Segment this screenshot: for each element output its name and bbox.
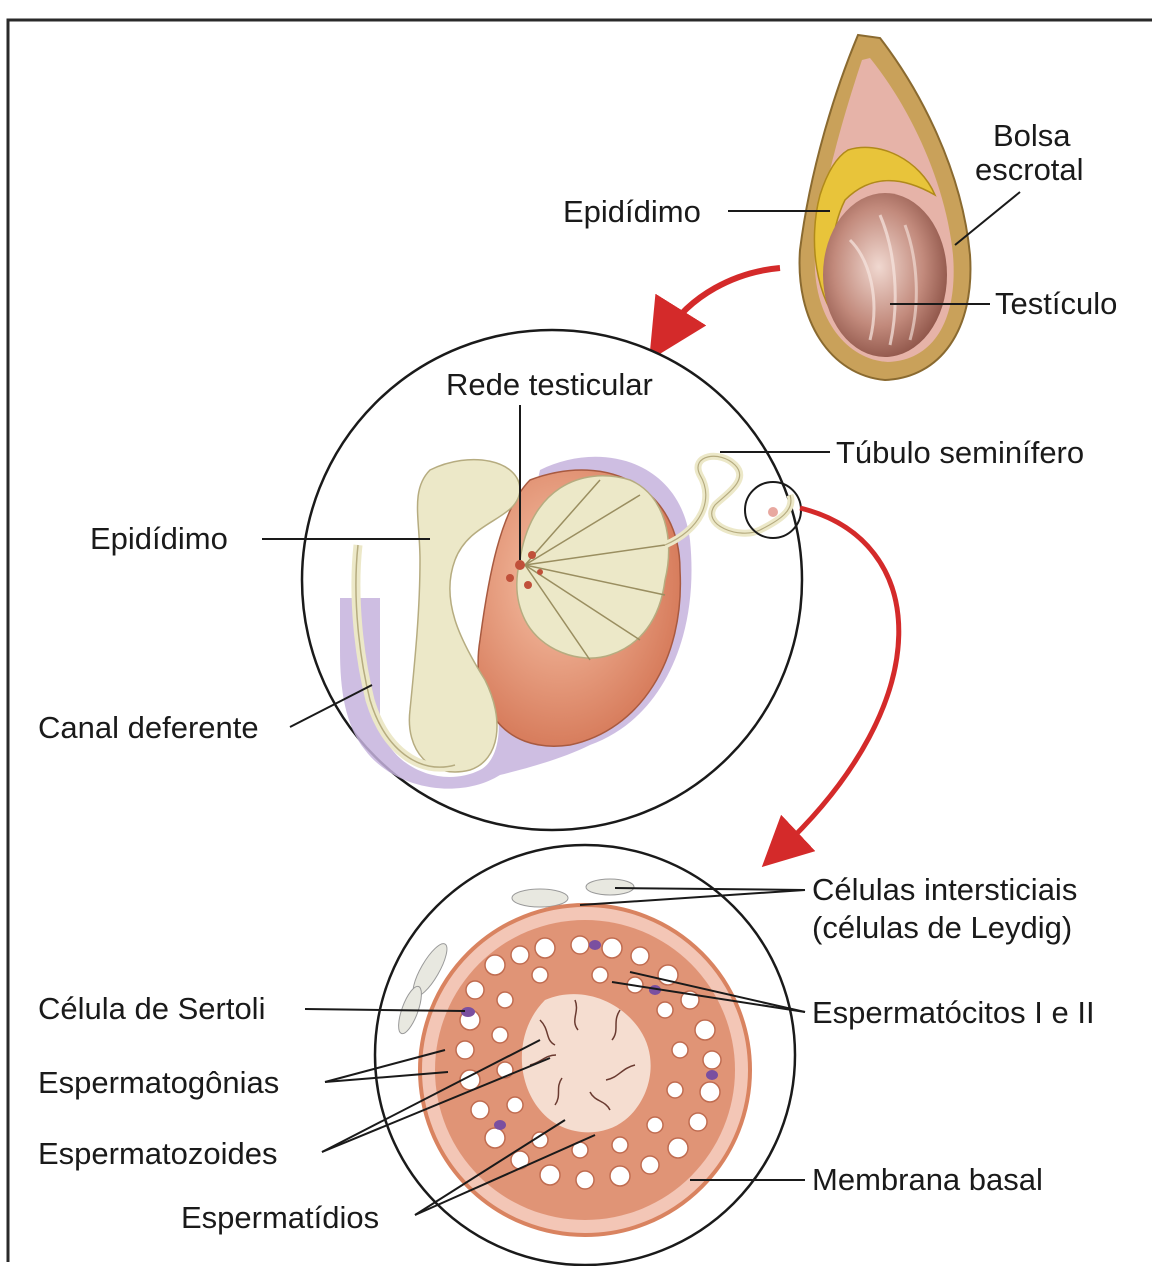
label-espermatidios: Espermatídios <box>181 1200 379 1235</box>
label-celulas-intersticiais-line2: (células de Leydig) <box>812 910 1072 945</box>
label-epididimo-top: Epidídimo <box>563 194 701 229</box>
label-membrana-basal: Membrana basal <box>812 1162 1043 1197</box>
label-epididimo-mid: Epidídimo <box>90 521 228 556</box>
testis-top <box>823 193 947 357</box>
label-tubulo-seminifero: Túbulo seminífero <box>836 435 1084 470</box>
label-bolsa-line2: escrotal <box>975 152 1084 187</box>
label-celulas-intersticiais-line1: Células intersticiais <box>812 872 1077 907</box>
scrotum-illustration <box>800 35 971 380</box>
label-testiculo: Testículo <box>995 286 1117 321</box>
label-espermatozoides: Espermatozoides <box>38 1136 278 1171</box>
label-rede-testicular: Rede testicular <box>446 367 653 402</box>
label-espermatocitos: Espermatócitos I e II <box>812 995 1095 1030</box>
sertoli-cell <box>461 1007 475 1017</box>
label-bolsa-line1: Bolsa <box>993 118 1071 153</box>
label-celula-sertoli: Célula de Sertoli <box>38 991 265 1026</box>
label-canal-deferente: Canal deferente <box>38 710 259 745</box>
label-espermatogonias: Espermatogônias <box>38 1065 279 1100</box>
leydig-cell <box>512 889 568 907</box>
arrow-zoom-1 <box>665 268 780 335</box>
leydig-cell <box>586 879 634 895</box>
